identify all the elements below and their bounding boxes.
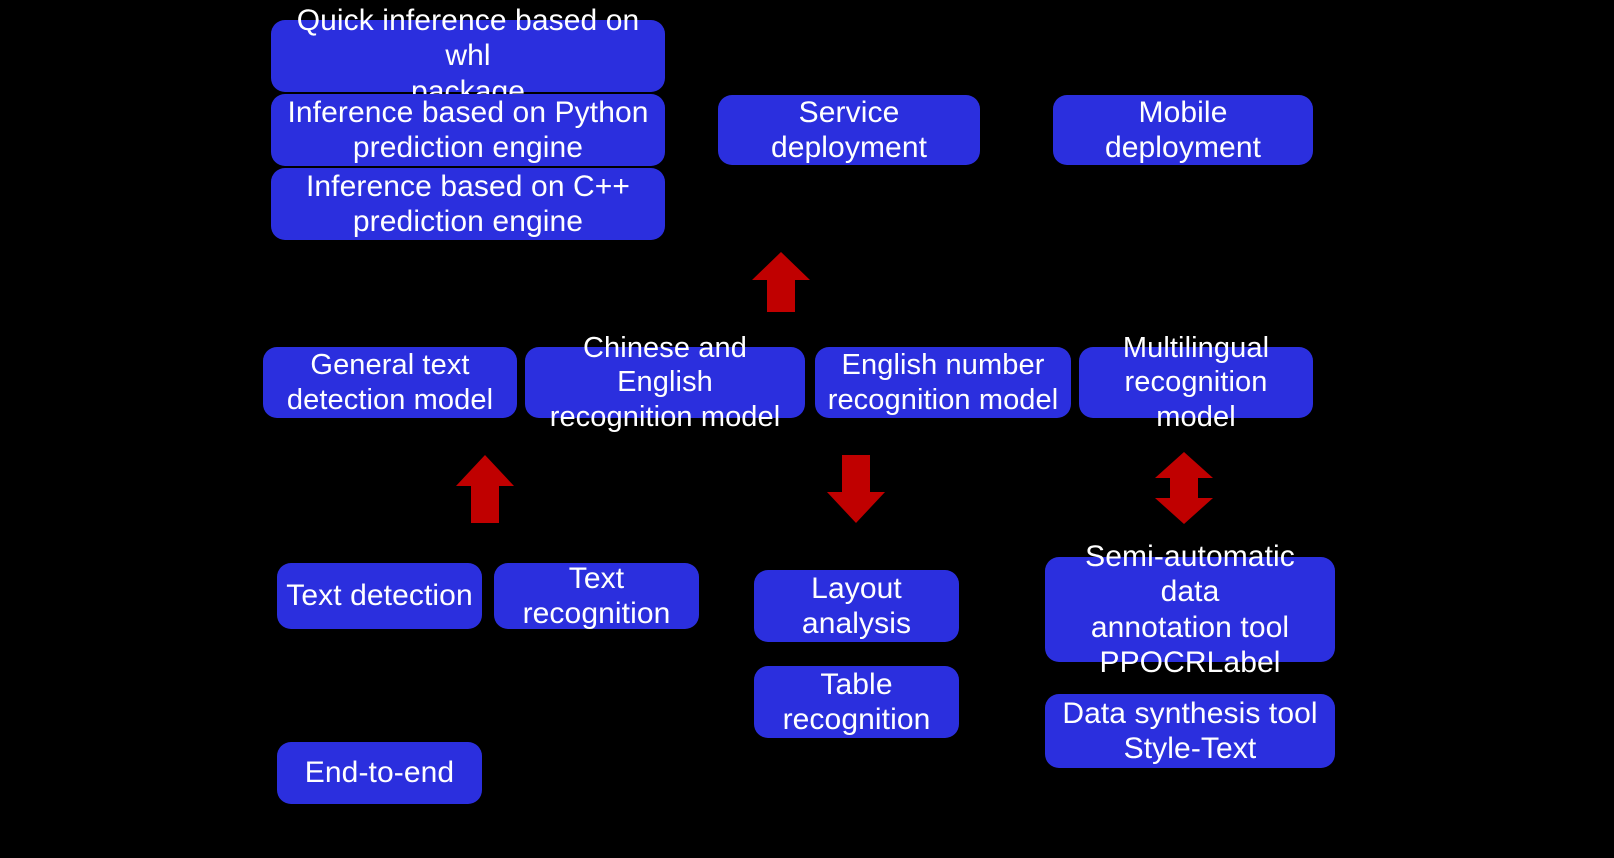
arrow-models-to-document-analysis (827, 455, 885, 523)
deployment-box-service[interactable]: Service deployment (718, 95, 980, 165)
arrow-models-to-deployment (752, 252, 810, 312)
document-analysis-box-layout-analysis[interactable]: Layout analysis (754, 570, 959, 642)
tool-box-ppocrlabel[interactable]: Semi-automatic data annotation tool PPOC… (1045, 540, 1335, 679)
deployment-box-python-inference[interactable]: Inference based on Python prediction eng… (271, 94, 665, 166)
model-box-english-number-recognition[interactable]: English number recognition model (815, 347, 1071, 418)
deployment-box-whl-inference[interactable]: Quick inference based on whl package (271, 4, 665, 108)
deployment-box-cpp-inference[interactable]: Inference based on C++ prediction engine (271, 168, 665, 240)
algorithm-box-text-detection[interactable]: Text detection (277, 563, 482, 629)
deployment-box-mobile[interactable]: Mobile deployment (1053, 95, 1313, 165)
tool-box-style-text[interactable]: Data synthesis tool Style-Text (1045, 694, 1335, 768)
arrow-models-tools-bidirectional (1155, 452, 1213, 524)
model-box-multilingual-recognition[interactable]: Multilingual recognition model (1079, 332, 1313, 433)
arrow-algorithms-to-models (456, 455, 514, 523)
algorithm-box-end-to-end[interactable]: End-to-end (277, 742, 482, 804)
algorithm-box-text-recognition[interactable]: Text recognition (494, 562, 699, 630)
document-analysis-box-table-recognition[interactable]: Table recognition (754, 666, 959, 738)
model-box-general-text-detection[interactable]: General text detection model (263, 347, 517, 418)
model-box-chinese-english-recognition[interactable]: Chinese and English recognition model (525, 332, 805, 433)
